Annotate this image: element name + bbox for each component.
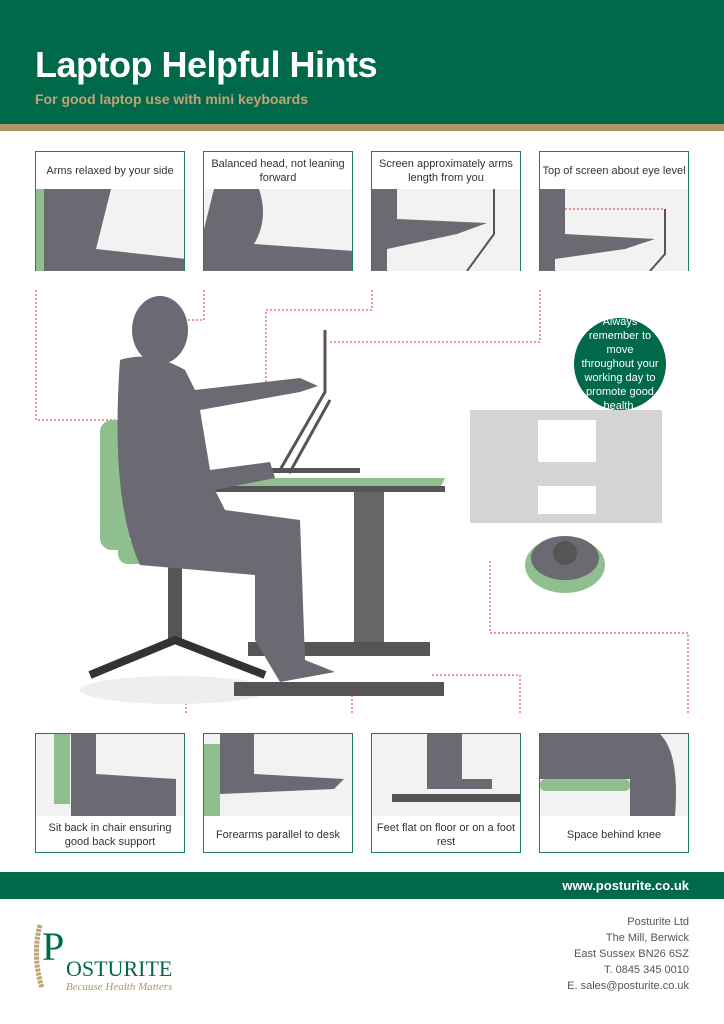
hint-caption: Feet flat on floor or on a foot rest: [376, 821, 516, 848]
hint-caption: Screen approximately arms length from yo…: [379, 157, 513, 184]
footer-bar: www.posturite.co.uk: [0, 872, 724, 899]
hint-image: [36, 189, 184, 271]
header-banner: [0, 0, 724, 124]
address-line: East Sussex BN26 6SZ: [574, 948, 689, 960]
hint-image: [372, 734, 520, 816]
hint-image: [36, 734, 184, 816]
posturite-logo: P OSTURITE Because Health Matters: [30, 920, 210, 995]
hint-panel-back-support: Sit back in chair ensuring good back sup…: [35, 733, 185, 853]
hint-panel-head: Balanced head, not leaning forward: [203, 151, 353, 271]
svg-text:P: P: [42, 924, 64, 969]
hint-panel-feet: Feet flat on floor or on a foot rest: [371, 733, 521, 853]
hint-caption: Forearms parallel to desk: [215, 828, 341, 841]
page-subtitle: For good laptop use with mini keyboards: [35, 91, 309, 107]
page-title: Laptop Helpful Hints: [35, 44, 377, 85]
reminder-badge: Always remember to move throughout your …: [574, 316, 666, 412]
address-line: The Mill, Berwick: [605, 932, 689, 944]
gold-divider: [0, 124, 724, 131]
hint-image: [540, 734, 688, 816]
email-link[interactable]: E. sales@posturite.co.uk: [567, 980, 689, 992]
svg-text:Because Health Matters: Because Health Matters: [66, 981, 172, 993]
hint-panel-screen-distance: Screen approximately arms length from yo…: [371, 151, 521, 271]
hint-caption: Balanced head, not leaning forward: [211, 157, 345, 184]
hint-caption: Sit back in chair ensuring good back sup…: [48, 821, 172, 848]
top-view-illustration: [470, 410, 662, 593]
company-address: Posturite Ltd The Mill, Berwick East Sus…: [567, 914, 689, 994]
phone: T. 0845 345 0010: [603, 964, 689, 976]
hint-image: [540, 189, 688, 271]
hint-caption: Top of screen about eye level: [542, 164, 686, 177]
hint-caption: Arms relaxed by your side: [46, 164, 174, 177]
hint-image: [204, 189, 352, 271]
hint-image: [204, 734, 352, 816]
hint-image: [372, 189, 520, 271]
hint-panel-knee: Space behind knee: [539, 733, 689, 853]
website-link[interactable]: www.posturite.co.uk: [562, 878, 689, 893]
hint-panel-eye-level: Top of screen about eye level: [539, 151, 689, 271]
hint-panel-forearms: Forearms parallel to desk: [203, 733, 353, 853]
svg-text:OSTURITE: OSTURITE: [66, 956, 172, 981]
address-line: Posturite Ltd: [627, 916, 689, 928]
hint-caption: Space behind knee: [566, 828, 662, 841]
hint-panel-arms: Arms relaxed by your side: [35, 151, 185, 271]
